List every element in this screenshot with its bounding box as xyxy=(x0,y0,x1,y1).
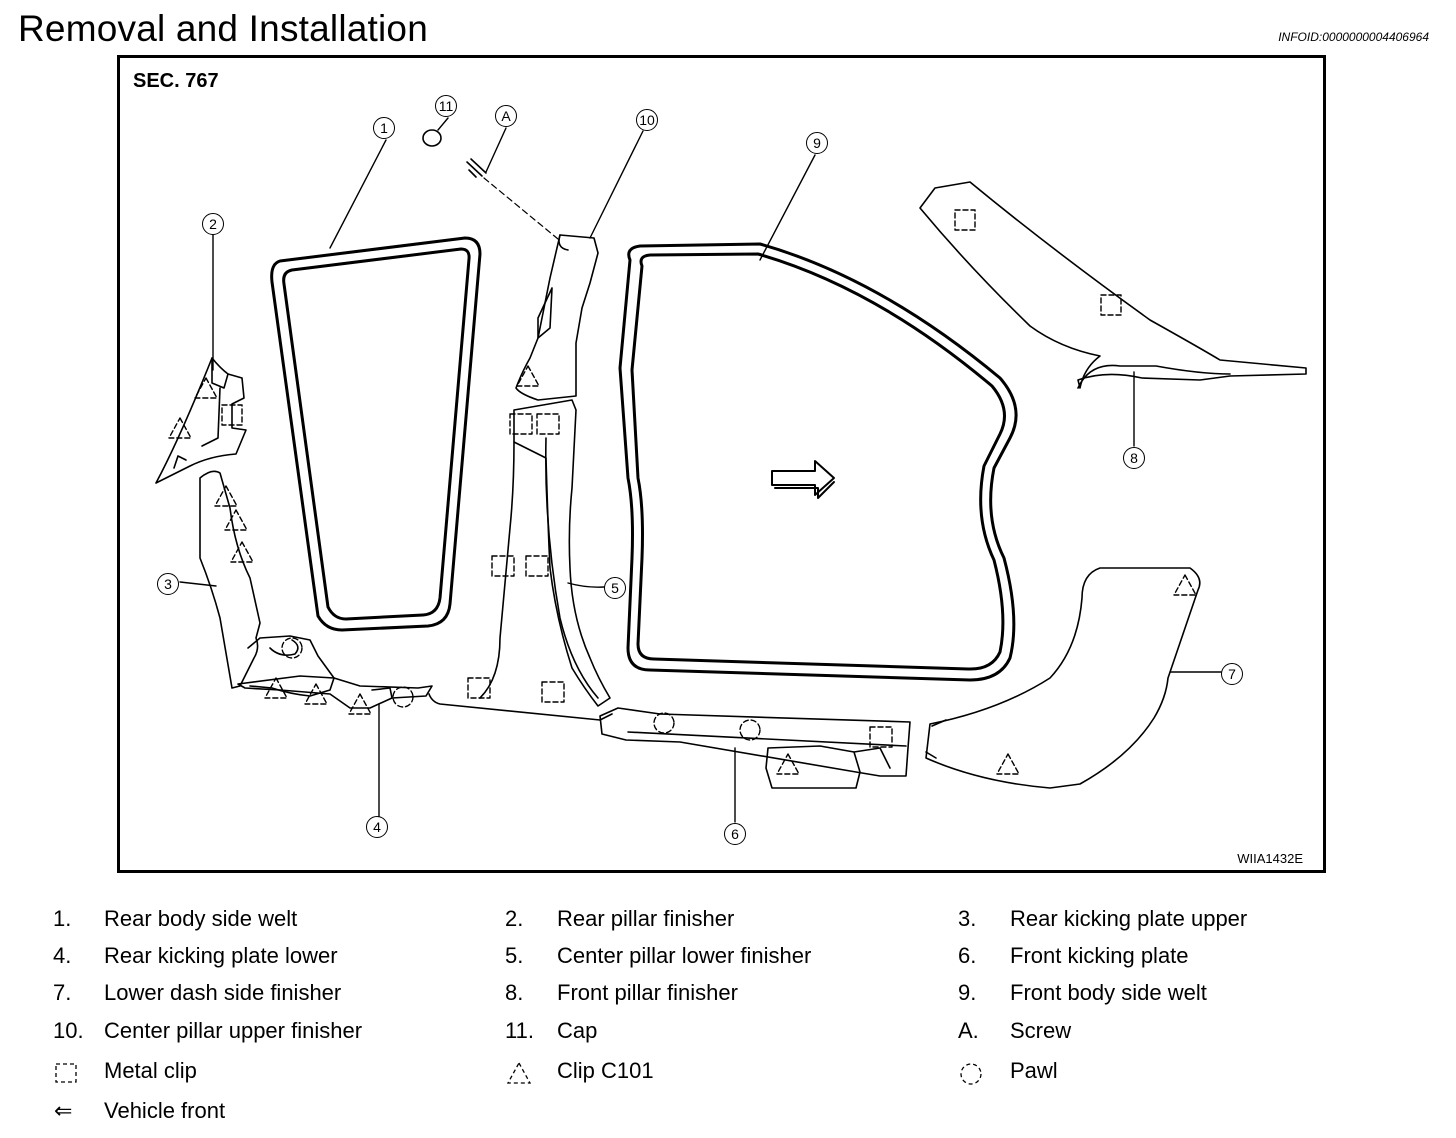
clip-c101-icon xyxy=(506,1061,532,1084)
clip-c101-icon xyxy=(194,377,218,399)
pawl-icon xyxy=(281,637,303,659)
metal-clip-icon xyxy=(55,1063,77,1083)
legend-label: Rear kicking plate lower xyxy=(104,943,338,968)
legend-label: Vehicle front xyxy=(104,1098,226,1123)
front-kicking-plate-part xyxy=(599,707,911,789)
info-id: INFOID:0000000004406964 xyxy=(1278,30,1429,44)
clip-c101-icon xyxy=(304,683,328,705)
legend-number: 5. xyxy=(505,943,524,968)
lower-dash-side-finisher-part xyxy=(925,567,1201,789)
center-pillar-lower-finisher-part xyxy=(479,399,611,707)
callout-7: 7 xyxy=(1221,663,1243,685)
legend-number: 10. xyxy=(53,1018,84,1043)
legend-label: Center pillar upper finisher xyxy=(104,1018,363,1043)
metal-clip-icon xyxy=(541,681,565,703)
callout-8: 8 xyxy=(1123,447,1145,469)
legend-label: Lower dash side finisher xyxy=(104,980,342,1005)
pawl-icon xyxy=(739,719,761,741)
callout-5: 5 xyxy=(604,577,626,599)
rear-pillar-finisher-part xyxy=(155,357,247,484)
clip-c101-icon xyxy=(996,753,1020,775)
vehicle-front-arrow-icon: ⇐ xyxy=(54,1098,73,1123)
legend-label: Cap xyxy=(557,1018,598,1043)
exploded-view-drawing xyxy=(155,117,1307,823)
callout-1: 1 xyxy=(373,117,395,139)
legend-label: Front pillar finisher xyxy=(557,980,738,1005)
pawl-icon xyxy=(653,712,675,734)
legend-label: Pawl xyxy=(1010,1058,1058,1083)
legend-label: Clip C101 xyxy=(557,1058,654,1083)
metal-clip-icon xyxy=(1100,294,1122,316)
legend-label: Screw xyxy=(1010,1018,1072,1043)
metal-clip-icon xyxy=(536,413,560,435)
pawl-icon xyxy=(960,1063,982,1085)
section-label: SEC. 767 xyxy=(133,70,219,92)
legend-label: Rear kicking plate upper xyxy=(1010,906,1248,931)
diagram-frame: SEC. 767 WIIA1432E 1 2 3 4 5 6 7 8 9 10 … xyxy=(117,55,1326,873)
legend-number: 1. xyxy=(53,906,72,931)
page-title: Removal and Installation xyxy=(18,8,428,49)
vehicle-front-arrow-icon xyxy=(771,460,835,496)
rear-kicking-plate-lower-part xyxy=(237,675,613,721)
clip-c101-icon xyxy=(516,365,540,387)
clip-c101-icon xyxy=(776,753,800,775)
cap-part xyxy=(422,129,442,147)
metal-clip-icon xyxy=(954,209,976,231)
callout-4: 4 xyxy=(366,816,388,838)
front-pillar-finisher-part xyxy=(919,181,1307,389)
pawl-icon xyxy=(392,686,414,708)
metal-clip-icon xyxy=(491,555,515,577)
legend-label: Front kicking plate xyxy=(1010,943,1189,968)
metal-clip-icon xyxy=(525,555,549,577)
legend-number: 9. xyxy=(958,980,977,1005)
legend-label: Front body side welt xyxy=(1010,980,1207,1005)
clip-c101-icon xyxy=(230,541,254,563)
legend-label: Rear pillar finisher xyxy=(557,906,735,931)
legend-number: 11. xyxy=(505,1018,534,1043)
center-pillar-upper-finisher-part xyxy=(515,234,599,401)
legend-number: 2. xyxy=(505,906,524,931)
front-body-side-welt-part xyxy=(618,242,1018,682)
callout-3: 3 xyxy=(157,573,179,595)
clip-c101-icon xyxy=(168,417,192,439)
legend-number: 3. xyxy=(958,906,977,931)
legend-number: A. xyxy=(958,1018,979,1043)
callout-6: 6 xyxy=(724,823,746,845)
metal-clip-icon xyxy=(869,726,893,748)
callout-10: 10 xyxy=(636,109,658,131)
callout-11: 11 xyxy=(435,95,457,117)
callout-9: 9 xyxy=(806,132,828,154)
callout-A: A xyxy=(495,105,517,127)
legend-number: 6. xyxy=(958,943,977,968)
rear-body-side-welt-part xyxy=(270,236,482,632)
callout-2: 2 xyxy=(202,213,224,235)
legend-label: Center pillar lower finisher xyxy=(557,943,812,968)
legend-number: 4. xyxy=(53,943,72,968)
metal-clip-icon xyxy=(509,413,533,435)
clip-c101-icon xyxy=(214,485,238,507)
figure-code: WIIA1432E xyxy=(1237,851,1303,866)
clip-c101-icon xyxy=(224,509,248,531)
clip-c101-icon xyxy=(348,693,372,715)
screw-part xyxy=(422,129,559,240)
metal-clip-icon xyxy=(221,404,243,426)
legend-label: Rear body side welt xyxy=(104,906,298,931)
legend-label: Metal clip xyxy=(104,1058,197,1083)
clip-c101-icon xyxy=(1173,574,1197,596)
legend-number: 8. xyxy=(505,980,524,1005)
metal-clip-icon xyxy=(467,677,491,699)
legend-number: 7. xyxy=(53,980,72,1005)
clip-c101-icon xyxy=(264,677,288,699)
